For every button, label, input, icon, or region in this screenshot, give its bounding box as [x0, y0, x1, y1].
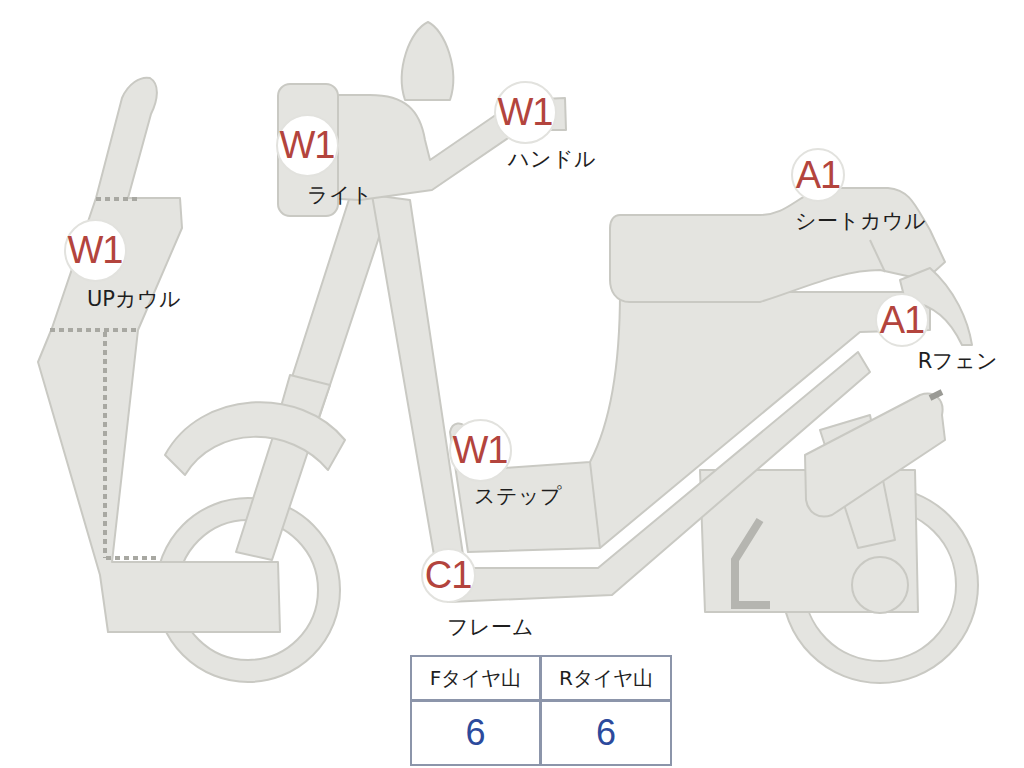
muffler	[805, 394, 945, 517]
panel-seams	[50, 199, 160, 558]
damage-code-circle: W1ライト	[276, 114, 339, 177]
damage-code: A1	[796, 156, 840, 194]
damage-code-circle: C1フレーム	[421, 548, 476, 603]
damage-code-circle: A1Rフェン	[875, 293, 929, 347]
front-fender	[165, 402, 345, 475]
header-cell: Fタイヤ山	[410, 655, 541, 701]
tread-value: 6	[465, 712, 485, 754]
damage-code: A1	[880, 301, 924, 339]
exhaust-pipe	[735, 520, 770, 605]
body-panel	[450, 292, 930, 552]
part-name: Rフェン	[918, 350, 999, 373]
rear-hub	[852, 557, 908, 613]
header-cell: Rタイヤ山	[540, 655, 672, 701]
part-name: ステップ	[474, 485, 562, 508]
tread-header: Fタイヤ山	[430, 665, 522, 692]
part-name: ハンドル	[508, 148, 596, 171]
damage-code-circle: W1ステップ	[449, 419, 512, 482]
damage-code-circle: W1UPカウル	[64, 219, 127, 282]
tread-header: Rタイヤ山	[559, 665, 653, 692]
leg-shield	[38, 78, 280, 632]
damage-code-circle: A1シートカウル	[791, 148, 845, 202]
part-name: フレーム	[447, 616, 534, 639]
value-cell: 6	[410, 700, 541, 766]
tread-value: 6	[596, 712, 616, 754]
step-edge	[590, 462, 600, 548]
seat	[610, 188, 945, 302]
damage-code: W1	[68, 231, 123, 269]
part-name: UPカウル	[87, 288, 181, 311]
damage-code: C1	[425, 556, 472, 594]
damage-code: W1	[453, 431, 508, 469]
damage-code-circle: W1ハンドル	[494, 81, 557, 144]
windscreen	[402, 22, 453, 100]
part-name: ライト	[307, 184, 373, 207]
value-cell: 6	[540, 700, 672, 766]
damage-code: W1	[280, 126, 335, 164]
part-name: シートカウル	[795, 210, 926, 233]
damage-code: W1	[498, 93, 553, 131]
front-fork	[236, 190, 392, 560]
